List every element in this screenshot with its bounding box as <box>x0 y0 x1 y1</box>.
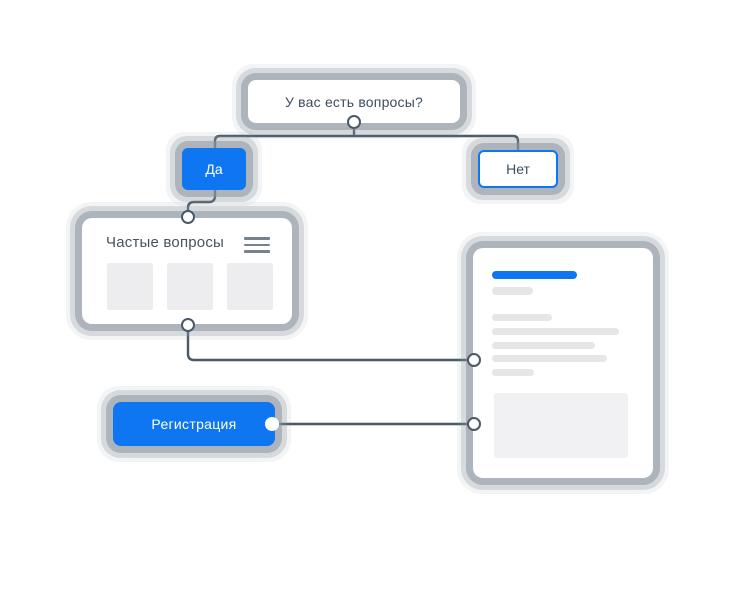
detail-page-node[interactable] <box>473 248 653 478</box>
image-placeholder <box>494 393 628 458</box>
text-line-placeholder <box>492 355 607 362</box>
text-line-placeholder <box>492 328 619 335</box>
subheading-placeholder <box>492 287 533 295</box>
heading-bar-placeholder <box>492 271 577 279</box>
connector-dot-detail-left-bottom[interactable] <box>467 417 481 431</box>
question-label: У вас есть вопросы? <box>285 93 423 110</box>
text-line-placeholder <box>492 314 552 321</box>
text-line-placeholder <box>492 342 595 349</box>
yes-button[interactable]: Да <box>182 148 246 190</box>
thumbnail-placeholder <box>107 263 153 310</box>
thumbnail-placeholder <box>227 263 273 310</box>
hamburger-icon[interactable] <box>244 237 270 253</box>
text-line-placeholder <box>492 369 534 376</box>
wire-yes-to-faq <box>186 186 217 216</box>
connector-dot-faq-bottom[interactable] <box>181 318 195 332</box>
faq-thumbnail-row <box>107 263 273 310</box>
connector-dot-question-bottom[interactable] <box>347 115 361 129</box>
thumbnail-placeholder <box>167 263 213 310</box>
register-label: Регистрация <box>151 416 237 432</box>
faq-card-title: Частые вопросы <box>106 234 225 251</box>
connector-dot-detail-left-top[interactable] <box>467 353 481 367</box>
no-label: Нет <box>506 161 530 177</box>
wire-faq-to-detail <box>186 328 470 362</box>
connector-dot-faq-top[interactable] <box>181 210 195 224</box>
register-button[interactable]: Регистрация <box>113 402 275 446</box>
faq-card-node[interactable]: Частые вопросы <box>82 218 292 324</box>
no-button[interactable]: Нет <box>478 150 558 188</box>
yes-label: Да <box>205 161 223 177</box>
connector-dot-register-right[interactable] <box>265 417 279 431</box>
